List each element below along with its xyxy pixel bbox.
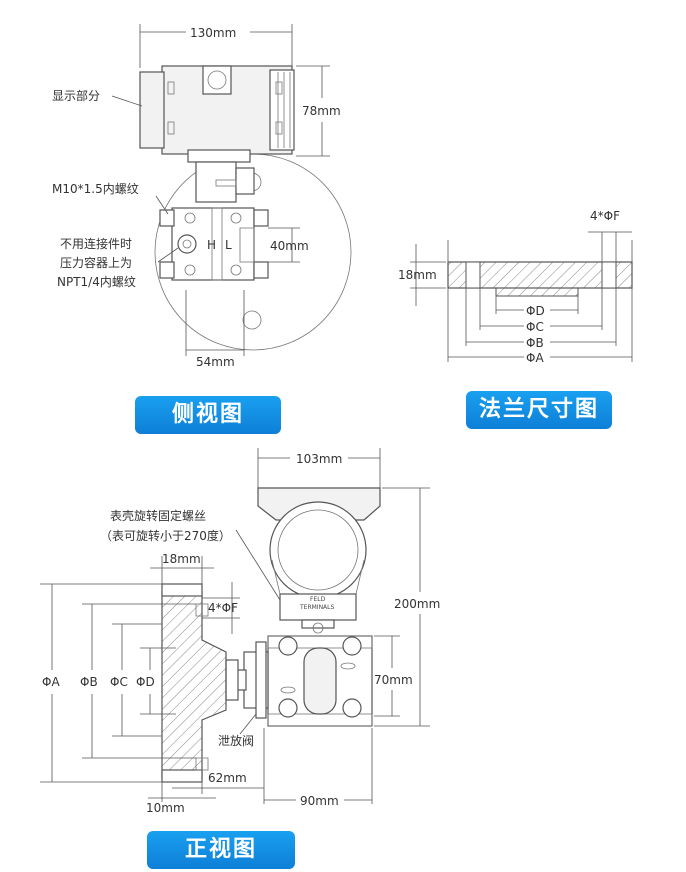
front-dim-b: ΦB	[80, 675, 98, 689]
front-dim-d: ΦD	[136, 675, 155, 689]
front-view: FELD TERMINALS 表壳旋转固定螺丝 （表可旋转小于270度）	[40, 448, 440, 815]
front-view-title: 正视图	[147, 831, 295, 869]
side-label-h: H	[207, 238, 216, 252]
front-dim-height: 200mm	[394, 597, 440, 611]
side-neck	[187, 149, 251, 163]
flange-dim-a: ΦA	[526, 351, 544, 365]
side-label-note-1: 不用连接件时	[60, 236, 132, 251]
front-nameplate-2: TERMINALS	[299, 604, 335, 611]
side-dim-width: 130mm	[190, 26, 236, 40]
side-view: H L 130mm 78mm 40mm 54mm 显示部分 M10*1.5内螺纹…	[52, 24, 352, 369]
flange-dim-thickness: 18mm	[398, 268, 437, 282]
flange-dim-c: ΦC	[526, 320, 544, 334]
side-housing-left-cap	[139, 71, 165, 149]
side-label-note-3: NPT1/4内螺纹	[57, 275, 136, 289]
front-dim-hole: 4*ΦF	[208, 601, 238, 615]
side-view-title: 侧视图	[135, 396, 281, 434]
flange-dim-hole: 4*ΦF	[590, 209, 620, 223]
front-dim-width: 103mm	[296, 452, 342, 466]
front-flange-section	[161, 591, 227, 779]
side-dim-bottom: 54mm	[196, 355, 235, 369]
front-label-vent: 泄放阀	[218, 733, 254, 748]
front-housing-circle	[269, 501, 367, 599]
front-label-rotate-1: 表壳旋转固定螺丝	[110, 508, 206, 523]
side-bolt-hole-bottom	[242, 310, 262, 330]
flange-dim-d: ΦD	[526, 304, 545, 318]
side-port-h	[177, 234, 197, 254]
front-label-rotate-2: （表可旋转小于270度）	[100, 528, 231, 543]
front-dim-10: 10mm	[146, 801, 185, 815]
flange-view: ΦD ΦC ΦB ΦA 18mm 4*ΦF	[398, 209, 633, 365]
side-label-display: 显示部分	[52, 88, 100, 103]
side-label-note-2: 压力容器上为	[60, 255, 132, 270]
front-dim-flange-thick: 18mm	[162, 552, 201, 566]
side-dim-port-spacing: 40mm	[270, 239, 309, 253]
side-cable-entry	[202, 65, 232, 95]
flange-dim-b: ΦB	[526, 336, 544, 350]
front-vent-valve	[255, 641, 267, 719]
front-dim-body: 70mm	[374, 673, 413, 687]
front-dim-c: ΦC	[110, 675, 128, 689]
side-label-thread: M10*1.5内螺纹	[52, 182, 139, 196]
side-dim-height: 78mm	[302, 104, 341, 118]
side-label-l: L	[225, 238, 232, 252]
front-dim-90: 90mm	[300, 794, 339, 808]
front-dim-a: ΦA	[42, 675, 60, 689]
front-nameplate-1: FELD	[310, 596, 326, 603]
front-dim-62: 62mm	[208, 771, 247, 785]
flange-view-title: 法兰尺寸图	[466, 391, 612, 429]
